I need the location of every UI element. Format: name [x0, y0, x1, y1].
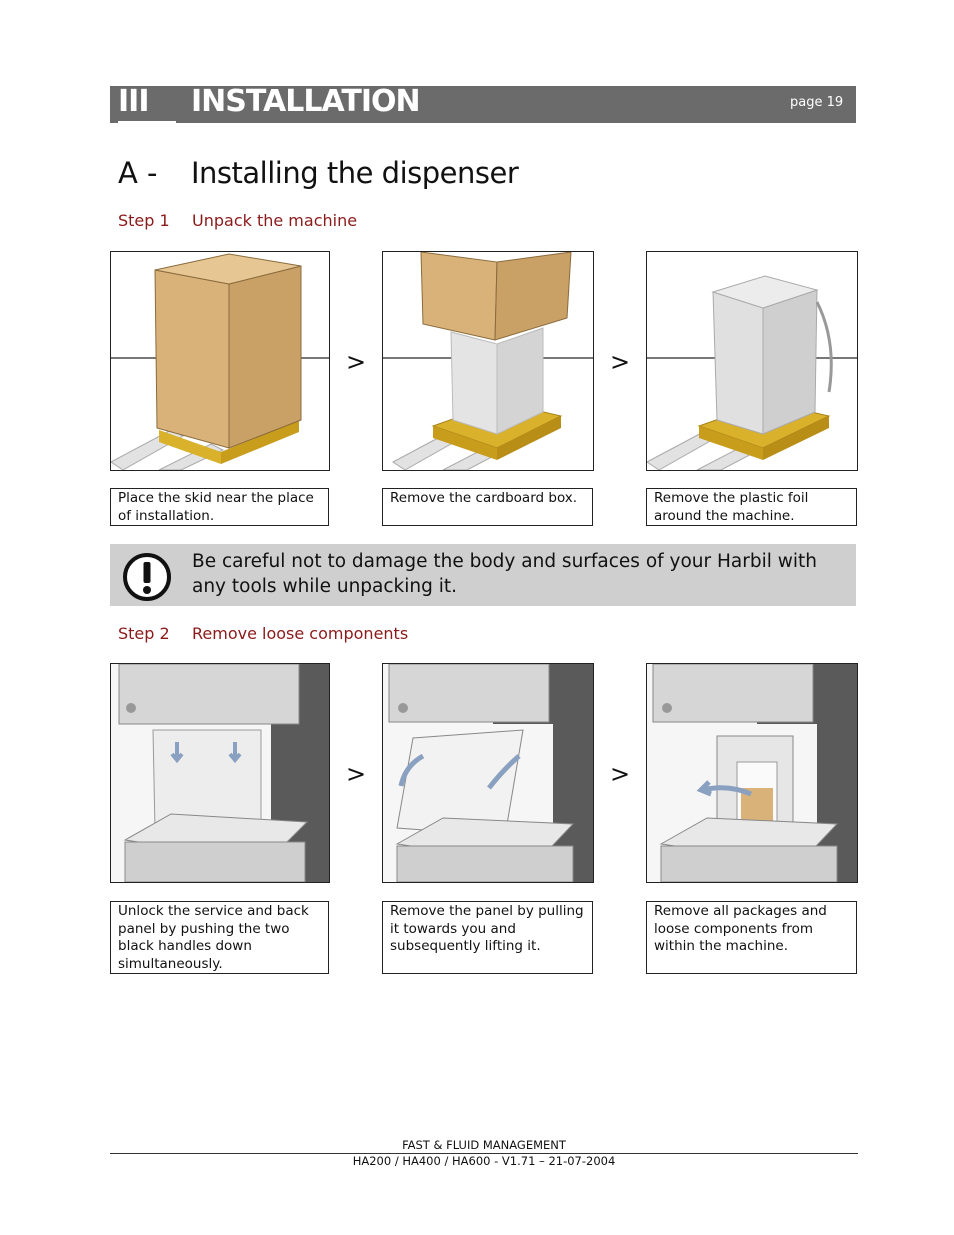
figure-remove-packages — [646, 663, 858, 883]
step-arrow: > — [610, 348, 631, 376]
caption-step1-2: Remove the cardboard box. — [382, 488, 593, 526]
warning-icon — [122, 552, 172, 606]
chapter-number: III — [118, 84, 149, 119]
step2-number: Step 2 — [118, 624, 170, 643]
caption-step1-3: Remove the plastic foil around the machi… — [646, 488, 857, 526]
chapter-title: INSTALLATION — [191, 84, 421, 119]
caption-step2-3: Remove all packages and loose components… — [646, 901, 857, 974]
caption-step1-1: Place the skid near the place of install… — [110, 488, 329, 526]
step1-number: Step 1 — [118, 211, 170, 230]
caption-step2-1: Unlock the service and back panel by pus… — [110, 901, 329, 974]
section-title: Installing the dispenser — [191, 156, 519, 190]
step2-title: Remove loose components — [192, 624, 409, 643]
footer-company: FAST & FLUID MANAGEMENT — [402, 1138, 566, 1152]
figure-skid-boxed — [110, 251, 330, 471]
header-underline — [118, 121, 176, 123]
figure-remove-box — [382, 251, 594, 471]
figure-remove-foil — [646, 251, 858, 471]
footer-rule — [110, 1153, 858, 1154]
figure-remove-panel — [382, 663, 594, 883]
footer-version: HA200 / HA400 / HA600 - V1.71 – 21-07-20… — [352, 1154, 616, 1168]
warning-text: Be careful not to damage the body and su… — [192, 551, 818, 597]
section-letter: A - — [118, 156, 158, 190]
step-arrow: > — [346, 348, 367, 376]
chapter-header-bar — [110, 86, 856, 123]
step1-title: Unpack the machine — [192, 211, 358, 230]
figure-unlock-panel — [110, 663, 330, 883]
warning-box — [110, 544, 856, 606]
step-arrow: > — [346, 760, 367, 788]
page-number: page 19 — [790, 95, 844, 110]
step-arrow: > — [610, 760, 631, 788]
caption-step2-2: Remove the panel by pulling it towards y… — [382, 901, 593, 974]
